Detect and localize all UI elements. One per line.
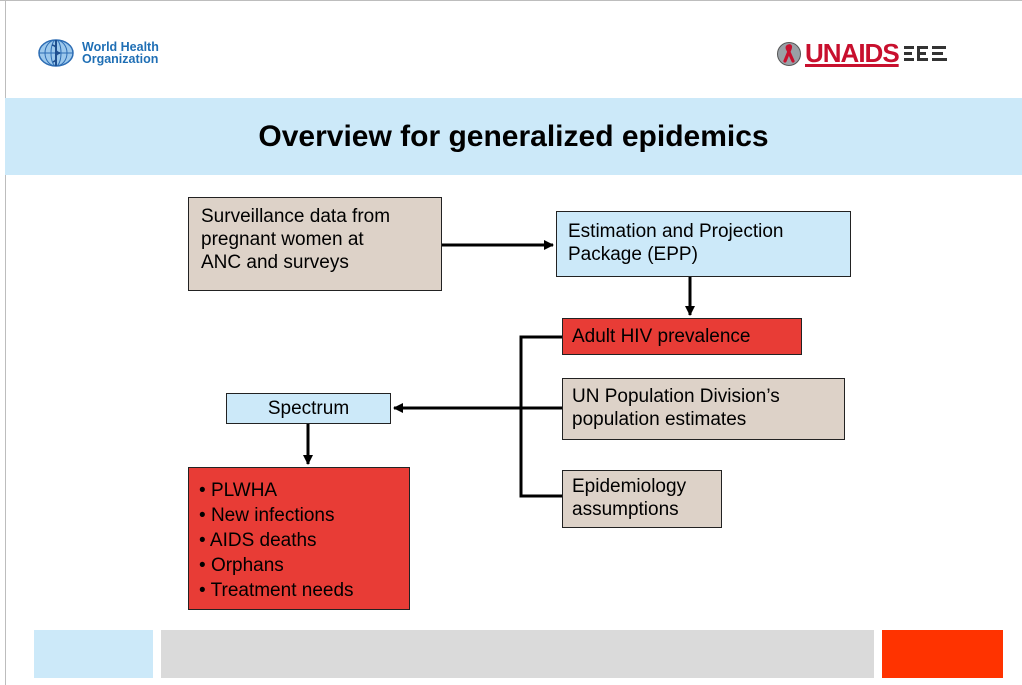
outputs-list: PLWHA New infections AIDS deaths Orphans… [199, 478, 399, 603]
surveillance-line-1: Surveillance data from [201, 206, 391, 227]
who-wordmark: World Health Organization [82, 40, 159, 66]
unaids-ribbon-icon [777, 41, 801, 66]
spectrum-label: Spectrum [267, 398, 350, 419]
slide-title: Overview for generalized epidemics [258, 119, 769, 153]
unaids-wordmark: UNAIDS [805, 38, 900, 68]
un-population-line-1: UN Population Division’s [572, 386, 780, 407]
epidemiology-line-1: Epidemiology [572, 476, 687, 497]
who-line-2: Organization [82, 52, 159, 66]
title-band: Overview for generalized epidemics [5, 98, 1022, 175]
surveillance-line-2: pregnant women at [201, 229, 364, 250]
output-item: PLWHA [199, 478, 399, 503]
footer-bar-blue [34, 630, 153, 678]
unaids-stripes-icon [903, 44, 948, 64]
who-line-1: World Health [82, 40, 159, 54]
epp-line-2: Package (EPP) [568, 244, 698, 265]
footer-bar-gray [161, 630, 874, 678]
un-population-line-2: population estimates [572, 409, 747, 430]
adult-hiv-prevalence-box: Adult HIV prevalence [562, 318, 802, 355]
slide-left-border [5, 0, 6, 685]
epp-line-1: Estimation and Projection [568, 221, 784, 242]
who-emblem-icon [38, 39, 74, 67]
epidemiology-assumptions-box: Epidemiology assumptions [562, 470, 722, 528]
prevalence-label: Adult HIV prevalence [572, 326, 751, 347]
spectrum-box: Spectrum [226, 393, 391, 424]
output-item: AIDS deaths [199, 528, 399, 553]
who-logo: World Health Organization [36, 38, 159, 68]
unaids-logo: UNAIDS [776, 38, 948, 69]
surveillance-data-box: Surveillance data from pregnant women at… [188, 197, 442, 291]
epidemiology-line-2: assumptions [572, 499, 679, 520]
outputs-box: PLWHA New infections AIDS deaths Orphans… [188, 467, 410, 610]
surveillance-line-3: ANC and surveys [201, 252, 349, 273]
output-item: New infections [199, 503, 399, 528]
bracket-inputs [519, 335, 562, 498]
footer-bar-orange [882, 630, 1003, 678]
output-item: Orphans [199, 553, 399, 578]
output-item: Treatment needs [199, 578, 399, 603]
slide-top-border [0, 0, 1022, 1]
un-population-box: UN Population Division’s population esti… [562, 378, 845, 440]
epp-box: Estimation and Projection Package (EPP) [556, 211, 851, 277]
